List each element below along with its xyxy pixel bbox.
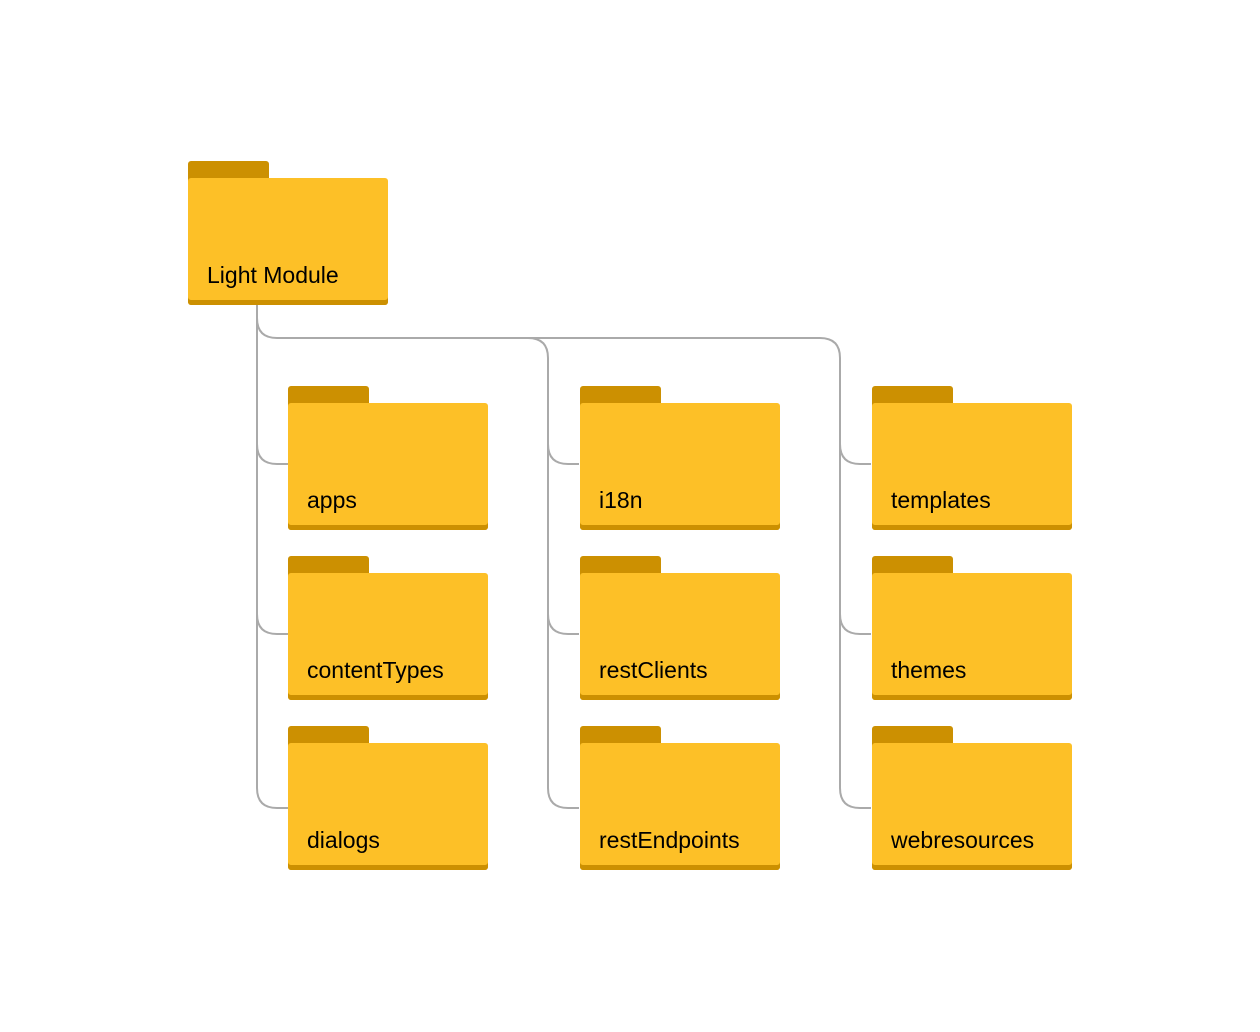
folder-label: i18n: [599, 487, 643, 513]
folder-i18n[interactable]: i18n: [580, 386, 780, 530]
folder-icon: [288, 403, 488, 530]
folder-label: restEndpoints: [599, 827, 740, 853]
folder-icon: [872, 403, 1072, 530]
connector-elbow-1-2: [256, 613, 288, 635]
folder-restclients[interactable]: restClients: [580, 556, 780, 700]
folder-webresources[interactable]: webresources: [872, 726, 1072, 870]
folder-icon: [872, 573, 1072, 700]
folder-label: contentTypes: [307, 657, 444, 683]
folder-icon: [872, 743, 1072, 870]
folder-restendpoints[interactable]: restEndpoints: [580, 726, 780, 870]
connector-elbow-1-1: [256, 443, 288, 465]
connector-elbow-2-1: [547, 443, 579, 465]
folder-apps[interactable]: apps: [288, 386, 488, 530]
folder-label: apps: [307, 487, 357, 513]
folder-icon: [580, 573, 780, 700]
connector-elbow-3-2: [839, 613, 871, 635]
folder-label: dialogs: [307, 827, 380, 853]
folder-icon: [288, 743, 488, 870]
folder-icon: [580, 743, 780, 870]
folder-label: restClients: [599, 657, 708, 683]
folder-dialogs[interactable]: dialogs: [288, 726, 488, 870]
folder-icon: [288, 573, 488, 700]
folder-light-module[interactable]: Light Module: [188, 161, 388, 305]
connector-root-bus: [256, 305, 549, 359]
connector-elbow-2-2: [547, 613, 579, 635]
connector-elbow-3-1: [839, 443, 871, 465]
folder-label: themes: [891, 657, 967, 683]
folder-label: webresources: [891, 827, 1035, 853]
folder-themes[interactable]: themes: [872, 556, 1072, 700]
connector-elbow-3-3: [839, 787, 871, 809]
connector-elbow-2-3: [547, 787, 579, 809]
connector-root-bus-right: [528, 337, 841, 359]
folder-contenttypes[interactable]: contentTypes: [288, 556, 488, 700]
folder-label: Light Module: [207, 262, 339, 288]
folder-icon: [580, 403, 780, 530]
folder-templates[interactable]: templates: [872, 386, 1072, 530]
folder-icon: [188, 178, 388, 305]
folder-label: templates: [891, 487, 991, 513]
connector-elbow-1-3: [256, 787, 288, 809]
